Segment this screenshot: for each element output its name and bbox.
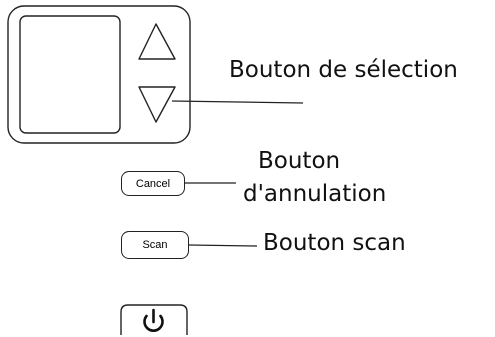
power-button[interactable] — [120, 304, 188, 335]
cancel-button[interactable]: Cancel — [121, 171, 185, 196]
power-icon — [143, 308, 164, 332]
scan-button-label: Bouton scan — [263, 230, 406, 256]
down-arrow-icon[interactable] — [138, 86, 176, 123]
lcd-screen — [19, 15, 121, 134]
cancel-button-label-line2: d'annulation — [243, 181, 387, 207]
selection-button-label: Bouton de sélection — [229, 57, 458, 83]
up-arrow-icon[interactable] — [138, 23, 176, 60]
control-panel-outline — [7, 5, 191, 144]
scan-button[interactable]: Scan — [121, 231, 189, 259]
selection-leader-line — [171, 100, 304, 104]
cancel-button-label-line1: Bouton — [258, 148, 341, 174]
scan-leader-line — [188, 244, 258, 247]
